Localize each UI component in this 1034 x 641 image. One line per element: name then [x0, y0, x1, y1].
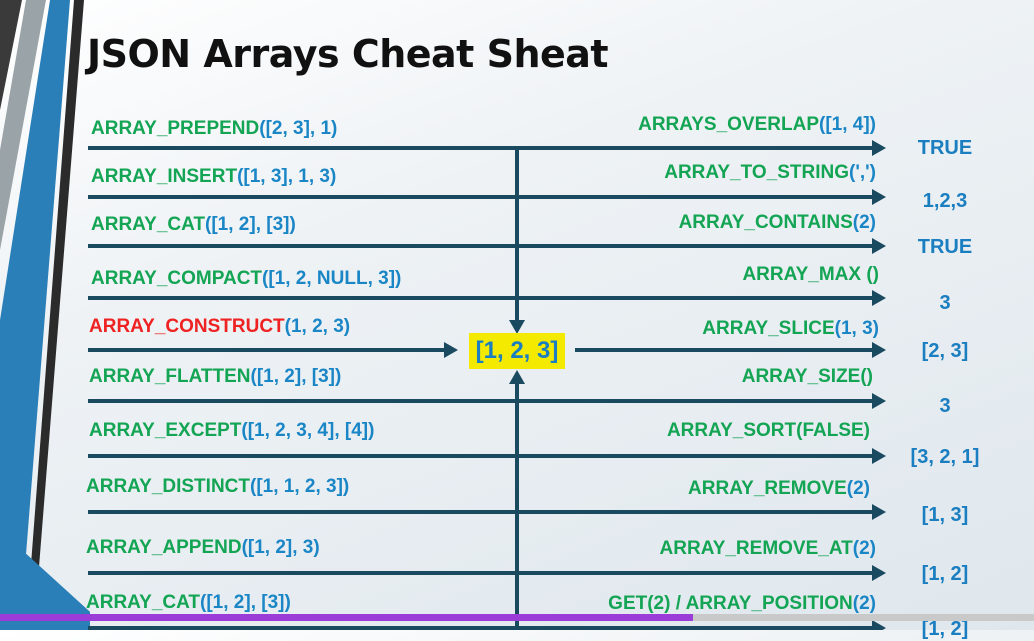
row-arrowhead [872, 565, 886, 581]
result-value: 1,2,3 [922, 190, 968, 212]
function-args: (1, 2, 3) [284, 316, 351, 337]
function-name: ARRAY_CAT [91, 214, 206, 235]
right-function-label: ARRAY_TO_STRING(',') [664, 162, 876, 184]
function-name: ARRAY_REMOVE_AT [659, 538, 853, 559]
function-args: ([1, 2], 3) [241, 537, 320, 558]
function-name: ARRAY_DISTINCT [86, 476, 250, 497]
result-value: [1, 2] [921, 563, 969, 585]
row-arrowhead [872, 393, 886, 409]
page-title: JSON Arrays Cheat Sheat [87, 32, 609, 76]
function-args: (2) [846, 478, 870, 499]
row-arrowhead [872, 620, 886, 630]
left-function-label: ARRAY_FLATTEN([1, 2], [3]) [89, 366, 341, 388]
function-name: GET(2) / ARRAY_POSITION [608, 593, 853, 614]
row-arrowhead [872, 504, 886, 520]
video-progress-fill [0, 614, 693, 621]
function-args: ([1, 2, NULL, 3]) [262, 268, 402, 289]
function-args: (2) [852, 593, 876, 614]
function-name: ARRAY_MAX () [742, 264, 879, 285]
row-arrowhead [872, 189, 886, 205]
left-function-label: ARRAY_CONSTRUCT(1, 2, 3) [89, 316, 350, 338]
left-function-label: ARRAY_DISTINCT([1, 1, 2, 3]) [86, 476, 349, 498]
function-args: ([1, 2, 3, 4], [4]) [241, 420, 375, 441]
function-name: ARRAY_PREPEND [91, 118, 260, 139]
left-function-label: ARRAY_APPEND([1, 2], 3) [86, 537, 320, 559]
right-function-label: ARRAY_REMOVE(2) [688, 478, 870, 500]
right-function-label: ARRAY_MAX () [742, 264, 879, 286]
output-arrowhead [872, 342, 886, 358]
function-args: ([1, 2], [3]) [250, 366, 342, 387]
function-args: ([1, 4]) [819, 114, 876, 135]
right-function-label: ARRAY_SIZE() [742, 366, 873, 388]
right-function-label: ARRAYS_OVERLAP([1, 4]) [638, 114, 876, 136]
spine-down-arrowhead [509, 320, 525, 334]
function-args: ([2, 3], 1) [259, 118, 338, 139]
left-function-label: ARRAY_CAT([1, 2], [3]) [91, 214, 296, 236]
function-name: ARRAY_CONSTRUCT [89, 316, 285, 337]
video-progress-bar[interactable] [0, 614, 1034, 621]
function-name: ARRAY_INSERT [91, 166, 238, 187]
function-name: ARRAY_EXCEPT [89, 420, 242, 441]
function-name: ARRAY_SIZE() [741, 366, 873, 387]
function-name: ARRAY_SORT(FALSE) [666, 420, 870, 441]
row-arrowhead [872, 448, 886, 464]
result-value: 3 [939, 395, 951, 417]
function-name: ARRAY_TO_STRING [664, 162, 850, 183]
function-args: ([1, 3], 1, 3) [237, 166, 337, 187]
function-args: ([1, 2], [3]) [200, 592, 291, 613]
row-arrowhead [872, 140, 886, 156]
function-args: (2) [852, 538, 876, 559]
center-array-value: [1, 2, 3] [469, 333, 565, 369]
function-name: ARRAY_CAT [86, 592, 201, 613]
decorative-stripes [0, 0, 90, 630]
result-value: [1, 3] [921, 504, 969, 526]
function-name: ARRAY_REMOVE [688, 478, 847, 499]
result-value: [3, 2, 1] [910, 446, 980, 468]
right-function-label: ARRAY_REMOVE_AT(2) [660, 538, 876, 560]
left-function-label: ARRAY_PREPEND([2, 3], 1) [91, 118, 337, 140]
function-args: (1, 3) [834, 318, 879, 339]
row-arrowhead [872, 290, 886, 306]
right-function-label: ARRAY_CONTAINS(2) [679, 212, 876, 234]
function-args: ([1, 2], [3]) [205, 214, 296, 235]
function-name: ARRAY_CONTAINS [678, 212, 853, 233]
result-value: TRUE [917, 236, 973, 258]
left-function-label: ARRAY_COMPACT([1, 2, NULL, 3]) [91, 268, 401, 290]
input-arrowhead [444, 342, 458, 358]
result-value: 3 [939, 292, 951, 314]
right-function-label: ARRAY_SORT(FALSE) [667, 420, 870, 442]
right-function-label: GET(2) / ARRAY_POSITION(2) [608, 593, 876, 615]
right-function-label: ARRAY_SLICE(1, 3) [702, 318, 879, 340]
result-value: TRUE [917, 137, 973, 159]
spine-up-arrowhead [509, 370, 525, 384]
function-name: ARRAYS_OVERLAP [638, 114, 819, 135]
function-args: ([1, 1, 2, 3]) [250, 476, 350, 497]
function-name: ARRAY_FLATTEN [89, 366, 251, 387]
result-value: [2, 3] [921, 340, 969, 362]
function-name: ARRAY_COMPACT [91, 268, 263, 289]
left-function-label: ARRAY_INSERT([1, 3], 1, 3) [91, 166, 336, 188]
function-name: ARRAY_APPEND [86, 537, 242, 558]
left-function-label: ARRAY_EXCEPT([1, 2, 3, 4], [4]) [89, 420, 374, 442]
function-args: (',') [849, 162, 876, 183]
row-arrowhead [872, 238, 886, 254]
function-args: (2) [852, 212, 876, 233]
function-name: ARRAY_SLICE [702, 318, 835, 339]
left-function-label: ARRAY_CAT([1, 2], [3]) [86, 592, 291, 614]
